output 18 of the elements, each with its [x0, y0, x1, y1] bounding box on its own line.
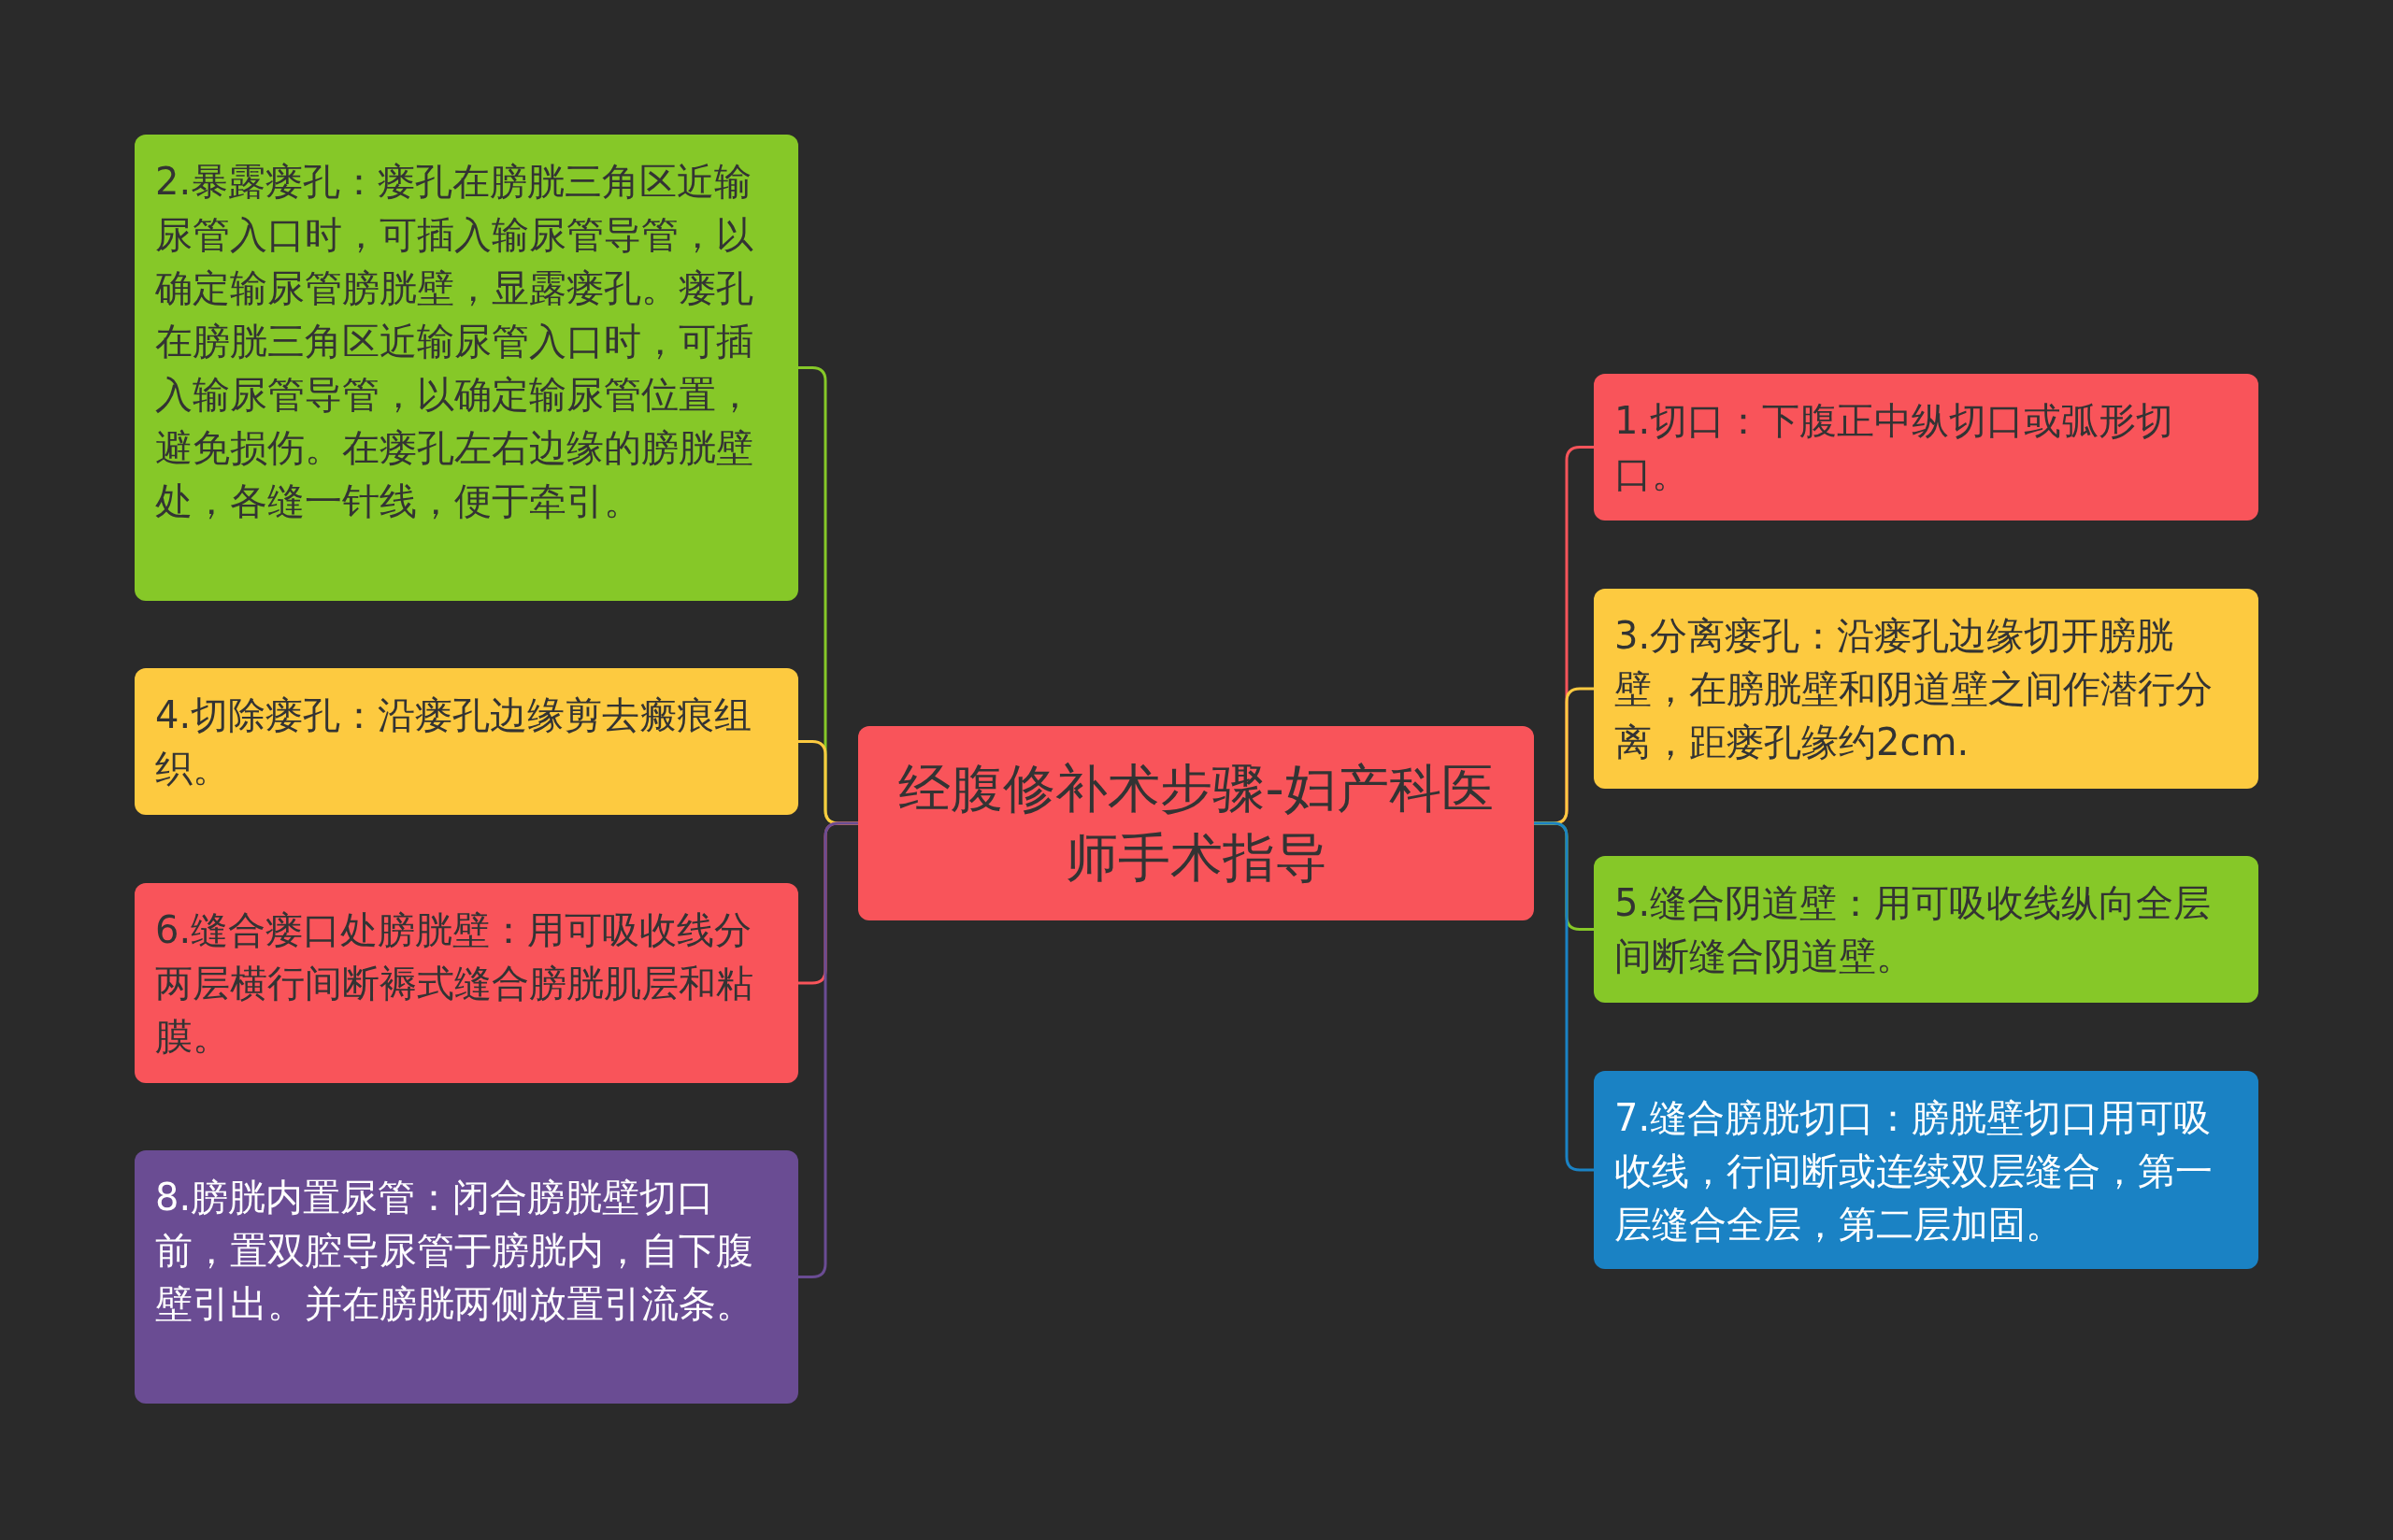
- topic-box: [135, 1150, 798, 1404]
- topic-text: 4.切除瘘孔：沿瘘孔边缘剪去瘢痕组织。: [155, 692, 753, 791]
- topic-box: [1594, 1071, 2258, 1269]
- topic-box: [135, 135, 798, 601]
- topic-box: [1594, 374, 2258, 520]
- topic-box: [1594, 589, 2258, 789]
- central-topic-text: 经腹修补术步骤-妇产科医师手术指导: [897, 757, 1495, 890]
- topic-box: [135, 883, 798, 1083]
- topic-text: 7.缝合膀胱切口：膀胱壁切口用可吸收线，行间断或连续双层缝合，第一层缝合全层，第二层加固。: [1614, 1095, 2214, 1248]
- topic-text: 6.缝合瘘口处膀胱壁：用可吸收线分两层横行间断褥式缝合膀胱肌层和粘膜。: [155, 907, 754, 1060]
- topic-box: [135, 668, 798, 815]
- topic-text: 2.暴露瘘孔：瘘孔在膀胱三角区近输尿管入口时，可插入输尿管导管，以确定输尿管膀胱壁，显露瘘孔。瘘孔在膀胱三角区近输尿管入口时，可插入输尿管导管，以确定输尿管位置，避免损伤。在瘘孔左右边缘的膀胱壁处，各缝一针线，便于牵引。: [155, 159, 754, 524]
- topic-text: 3.分离瘘孔：沿瘘孔边缘切开膀胱壁，在膀胱壁和阴道壁之间作潜行分离，距瘘孔缘约2cm.: [1614, 613, 2214, 765]
- topic-box: [1594, 856, 2258, 1003]
- topic-text: 5.缝合阴道壁：用可吸收线纵向全层间断缝合阴道壁。: [1614, 880, 2213, 979]
- central-topic-box: [858, 726, 1534, 920]
- topic-text: 8.膀胱内置尿管：闭合膀胱壁切口前，置双腔导尿管于膀胱内，自下腹壁引出。并在膀胱两侧放置引流条。: [155, 1175, 754, 1327]
- topic-text: 1.切口：下腹正中纵切口或弧形切口。: [1614, 398, 2175, 497]
